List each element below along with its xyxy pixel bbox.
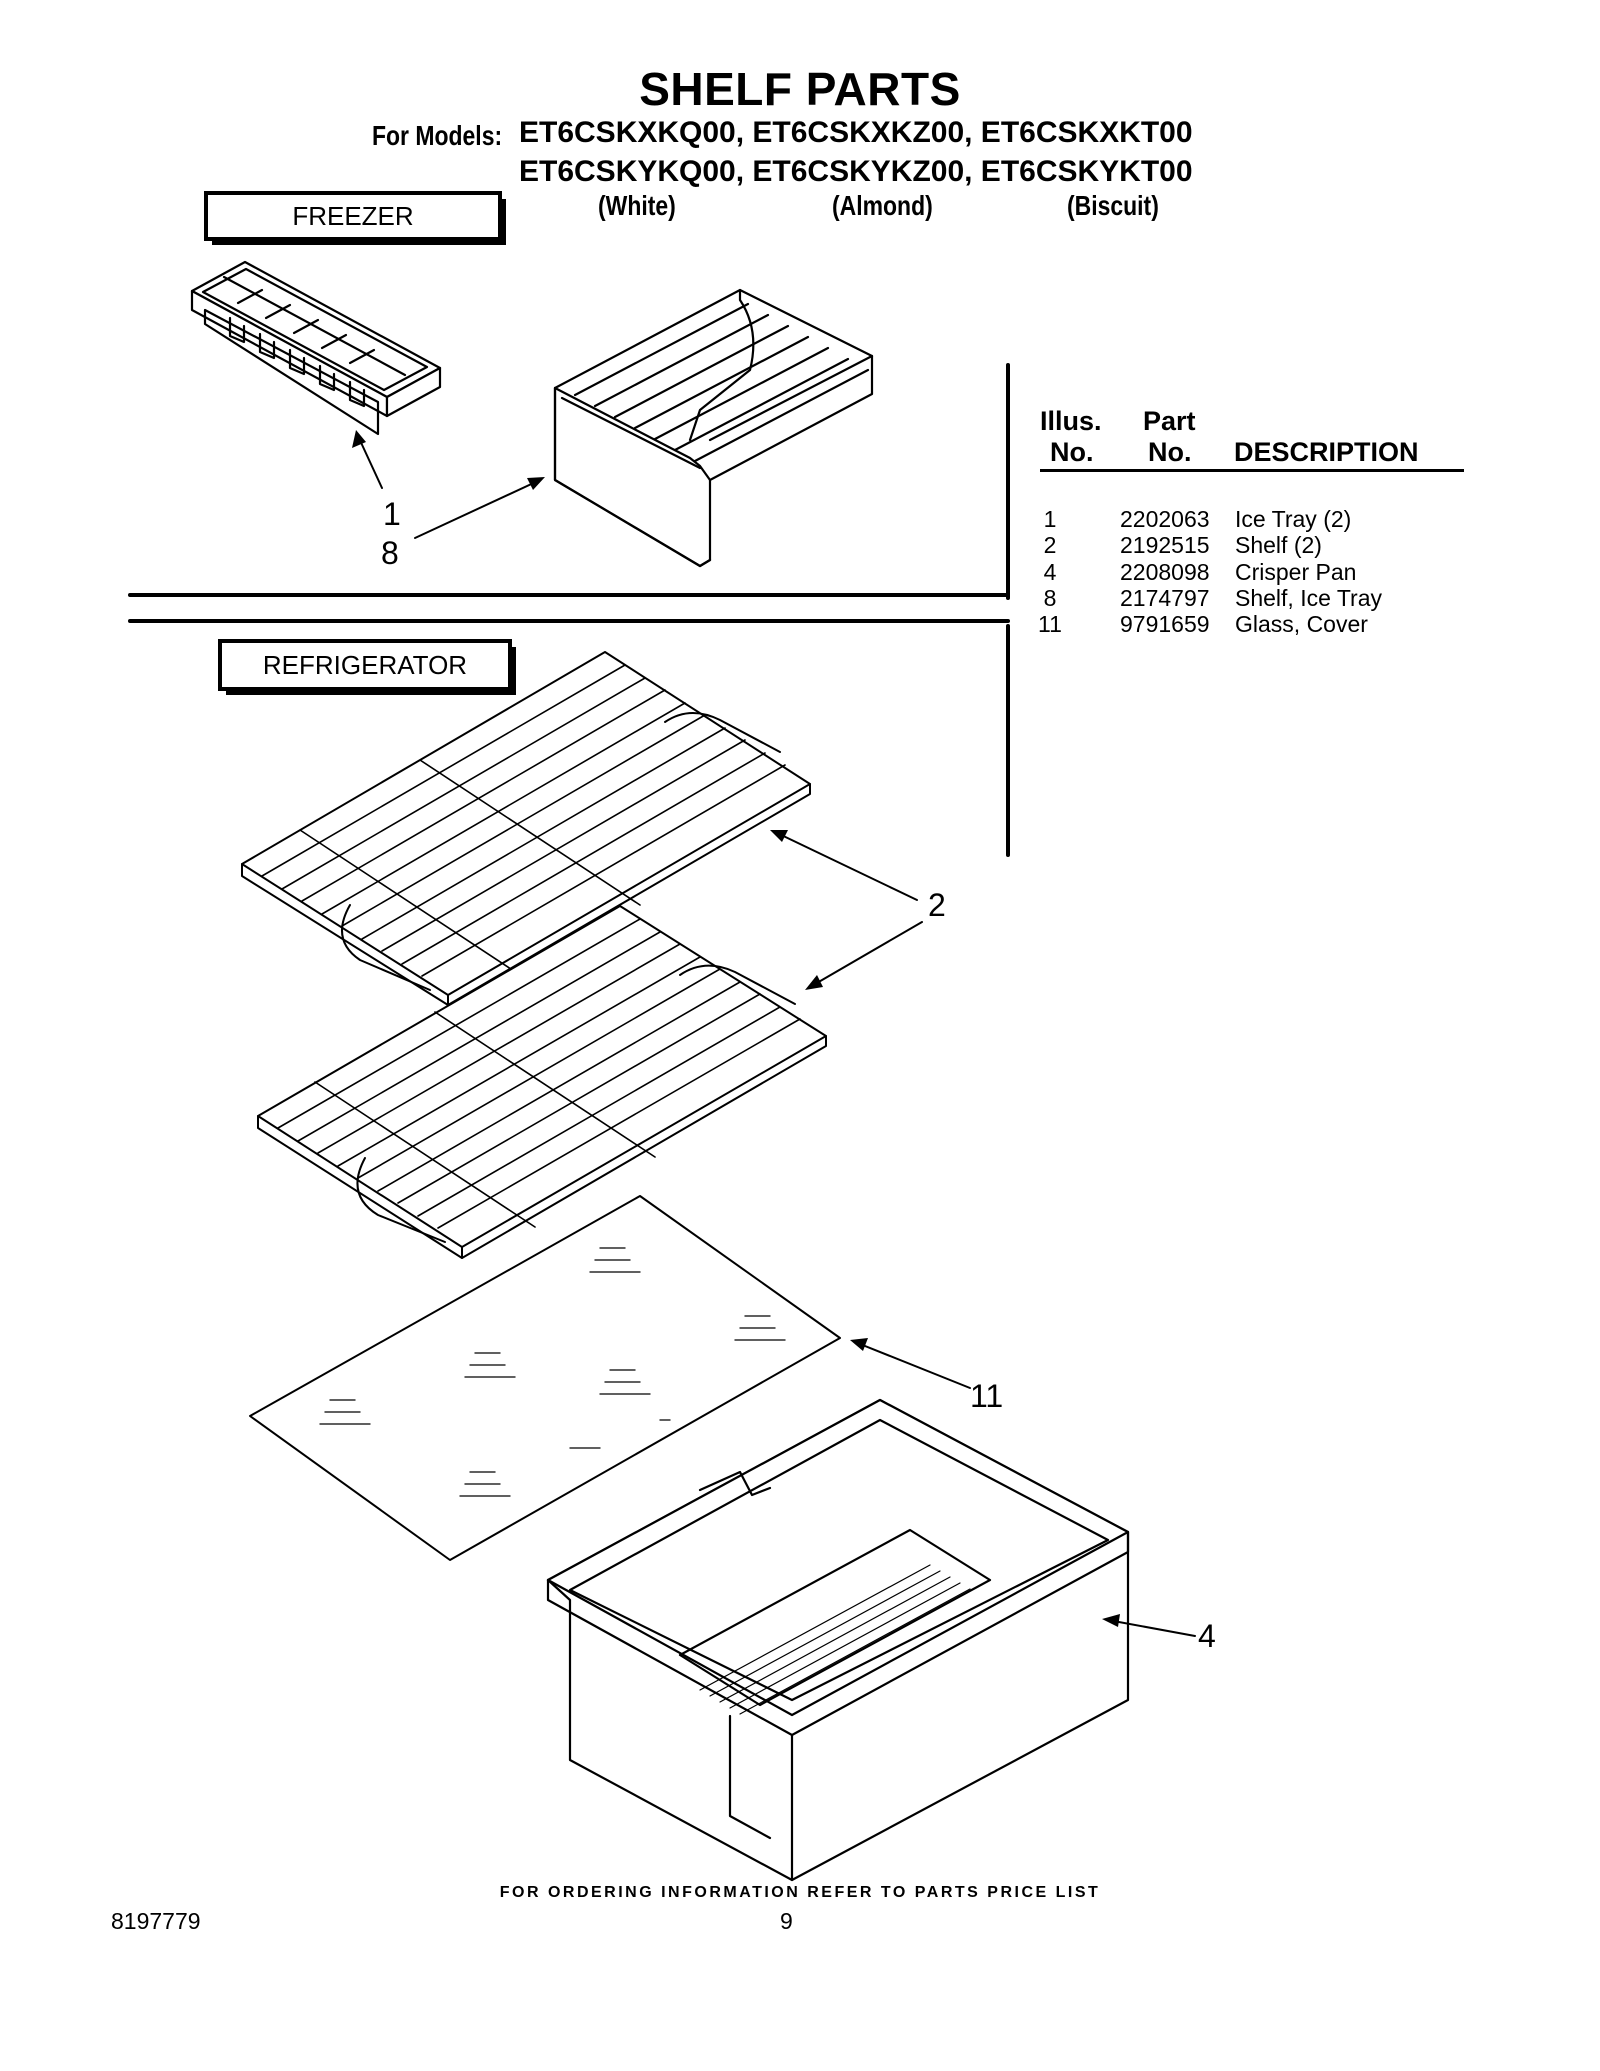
models-line-2: ET6CSKYKQ00, ET6CSKYKZ00, ET6CSKYKT00 bbox=[519, 155, 1193, 188]
callout-leader-lines bbox=[357, 435, 1196, 1637]
shelf-lower-illustration bbox=[257, 905, 827, 1259]
header-description: DESCRIPTION bbox=[1234, 437, 1419, 467]
page-number: 9 bbox=[780, 1908, 793, 1934]
header-illus-2: No. bbox=[1050, 437, 1094, 467]
page-title: SHELF PARTS bbox=[639, 63, 961, 115]
part-number: 2192515 bbox=[1120, 532, 1210, 558]
ice-tray-illustration bbox=[190, 260, 442, 436]
refrigerator-label-text: REFRIGERATOR bbox=[262, 649, 468, 680]
part-number: 9791659 bbox=[1120, 611, 1210, 637]
crisper-pan-illustration bbox=[546, 1398, 1130, 1882]
header-part-2: No. bbox=[1148, 437, 1192, 467]
table-row: 8 2174797 Shelf, Ice Tray bbox=[1030, 585, 1430, 612]
illus-number: 1 bbox=[1043, 506, 1057, 532]
callout-shelf: 2 bbox=[928, 887, 946, 923]
models-label: For Models: bbox=[372, 120, 503, 151]
section-divider-lines bbox=[128, 363, 1010, 857]
table-row: 1 2202063 Ice Tray (2) bbox=[1030, 506, 1430, 533]
part-description: Shelf, Ice Tray bbox=[1235, 585, 1383, 611]
illus-number: 4 bbox=[1043, 559, 1057, 585]
callout-crisper-pan: 4 bbox=[1198, 1618, 1216, 1654]
illus-number: 8 bbox=[1043, 585, 1057, 611]
models-line-1: ET6CSKXKQ00, ET6CSKXKZ00, ET6CSKXKT00 bbox=[519, 116, 1193, 149]
part-description: Crisper Pan bbox=[1235, 559, 1357, 585]
callout-glass-cover: 11 bbox=[970, 1378, 1004, 1414]
illus-number: 11 bbox=[1038, 611, 1062, 637]
shelf-upper-illustration bbox=[241, 651, 811, 1006]
color-biscuit: (Biscuit) bbox=[1067, 190, 1159, 221]
table-row: 2 2192515 Shelf (2) bbox=[1030, 532, 1430, 559]
table-row: 11 9791659 Glass, Cover bbox=[1030, 611, 1430, 638]
color-white: (White) bbox=[598, 190, 676, 221]
illus-number: 2 bbox=[1043, 532, 1057, 558]
table-header-rule bbox=[1040, 469, 1464, 472]
header-part-1: Part bbox=[1143, 406, 1196, 436]
glass-cover-illustration bbox=[249, 1195, 841, 1561]
part-number: 2208098 bbox=[1120, 559, 1210, 585]
callout-arrowheads bbox=[352, 430, 1120, 1627]
part-description: Shelf (2) bbox=[1235, 532, 1322, 558]
part-number: 2174797 bbox=[1120, 585, 1210, 611]
part-number: 2202063 bbox=[1120, 506, 1210, 532]
part-description: Ice Tray (2) bbox=[1235, 506, 1352, 532]
callout-ice-tray: 1 bbox=[383, 496, 401, 532]
callout-ice-tray-shelf: 8 bbox=[381, 535, 399, 571]
ice-tray-shelf-illustration bbox=[553, 288, 874, 568]
part-description: Glass, Cover bbox=[1235, 611, 1368, 637]
ordering-note: FOR ORDERING INFORMATION REFER TO PARTS … bbox=[499, 1884, 1101, 1901]
table-row: 4 2208098 Crisper Pan bbox=[1030, 559, 1430, 586]
color-almond: (Almond) bbox=[832, 190, 933, 221]
freezer-section-label: FREEZER bbox=[204, 191, 506, 245]
refrigerator-section-label: REFRIGERATOR bbox=[218, 639, 516, 695]
document-number: 8197779 bbox=[111, 1908, 201, 1934]
freezer-label-text: FREEZER bbox=[292, 200, 414, 231]
header-illus-1: Illus. bbox=[1040, 406, 1102, 436]
